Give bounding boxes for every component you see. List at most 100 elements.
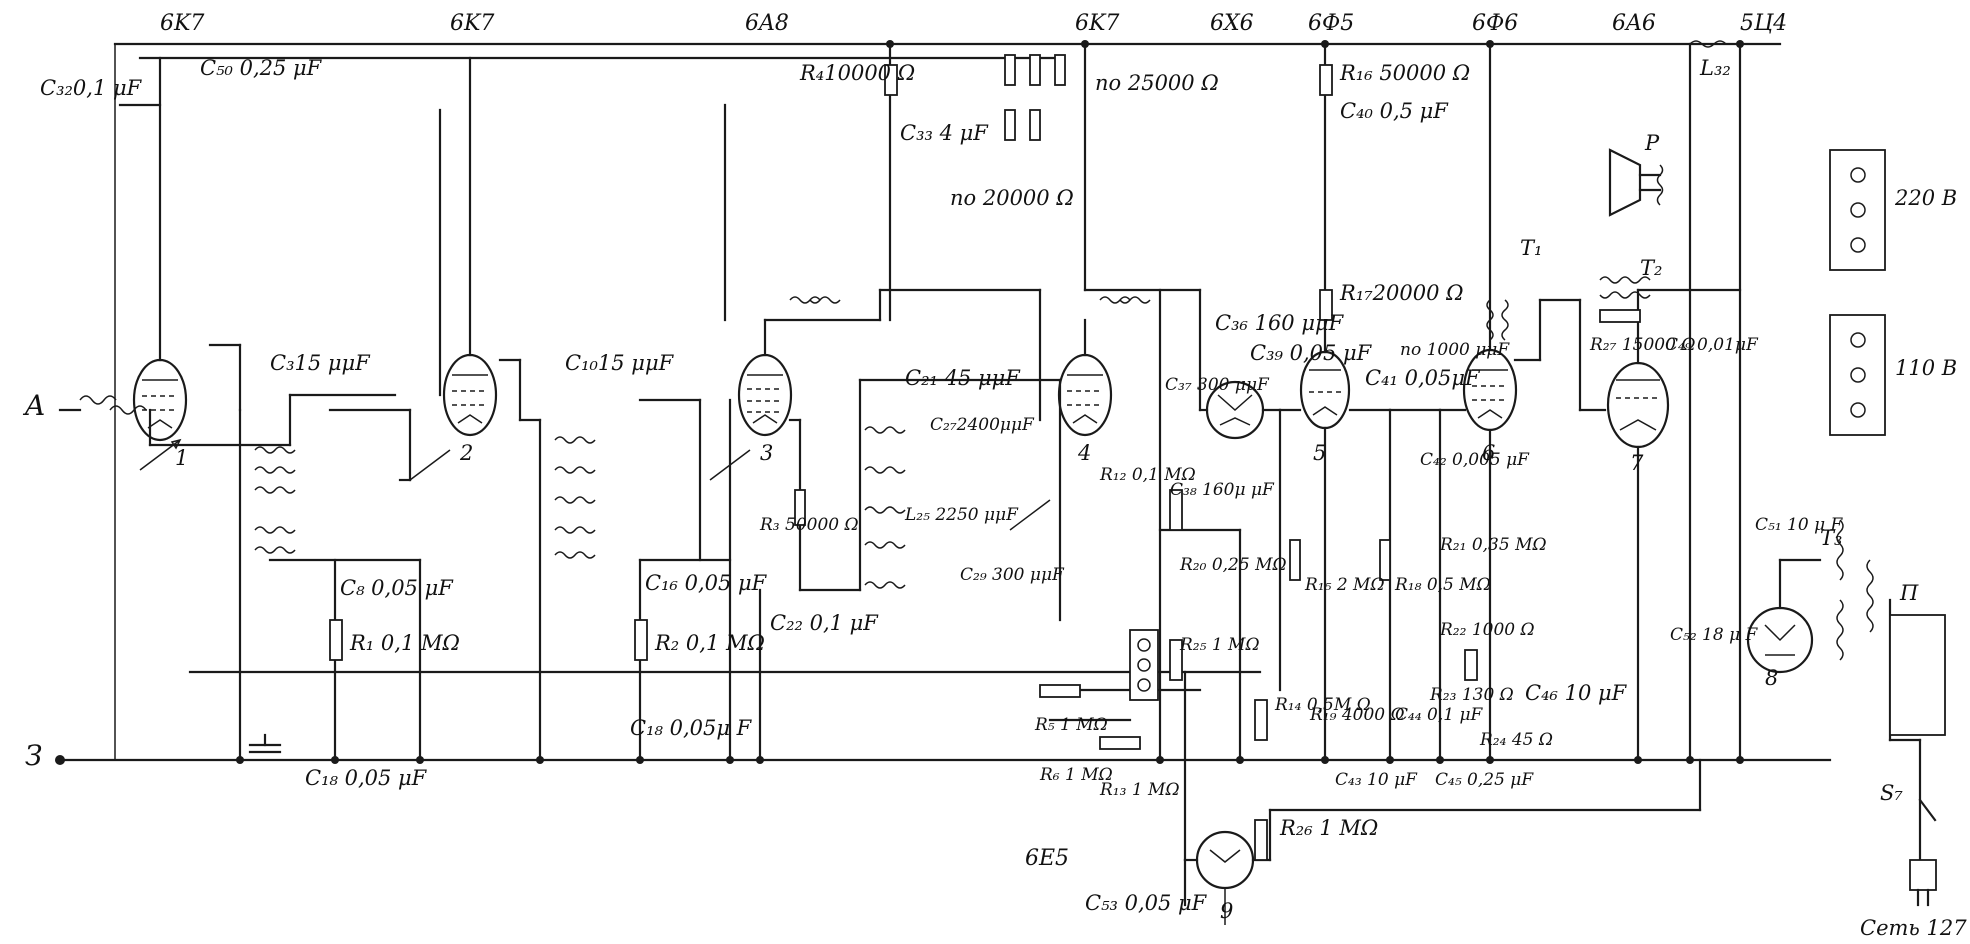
tube-7 [1606,361,1670,449]
mains-label: Сеть 127 B [1860,916,1970,940]
antenna-label: A [22,389,45,422]
pi-label: П [1899,581,1919,605]
tube-3-type: 6A8 [745,11,789,36]
tube-1 [132,56,188,442]
c40-label: C₄₀ 0,5 μF [1340,99,1449,123]
tube-9-type: 6E5 [1025,846,1069,871]
r5-label: R₅ 1 MΩ [1034,715,1108,735]
r20-label: R₂₀ 0,25 MΩ [1179,555,1287,575]
tube-8-rectifier [1746,606,1814,674]
c33-label: C₃₃ 4 μF [900,121,989,145]
r12-label: R₁₂ 0,1 MΩ [1099,465,1196,485]
c18b-label: C₁₈ 0,05 μF [305,766,428,790]
r17-label: R₁₇20000 Ω [1339,281,1464,305]
tube-8-num: 8 [1765,666,1778,690]
c37-label: C₃₇ 300 μμF [1165,375,1270,395]
c36-label: C₃₆ 160 μμF [1215,311,1345,335]
junction-dots [55,40,1744,765]
c16-label: C₁₆ 0,05 μF [645,571,768,595]
resistors [329,54,1641,861]
c29-label: C₂₉ 300 μμF [960,565,1065,585]
tube-6x6-type: 6X6 [1210,11,1254,36]
c42-label: C₄₂ 0,005 μF [1420,450,1530,470]
c51-label: C₅₁ 10 μ F [1755,515,1844,535]
t3-label: T₃ [1820,526,1842,550]
c39-label: C₃₉ 0,05 μF [1250,341,1373,365]
tube-4-type: 6K7 [1075,11,1119,36]
c18a-label: C₁₈ 0,05μ F [630,716,753,740]
r14-label: R₁₄ 0,5M Ω [1274,695,1371,715]
c8-label: C₈ 0,05 μF [340,576,454,600]
tube-8-type: 5Ц4 [1740,11,1787,36]
c21-label: C₂₁ 45 μμF [905,366,1021,390]
tube-9-num: 9 [1220,899,1233,923]
component-labels: A З C₃₂0,1 μF C₅₀ 0,25 μF C₃15 μμF C₁₀15… [22,56,1970,940]
c41-label: C₄₁ 0,05μF [1365,366,1481,390]
volt220-label: 220 B [1894,186,1957,210]
r1011-label: по 20000 Ω [950,186,1074,210]
r21-label: R₂₁ 0,35 MΩ [1439,535,1547,555]
r25-label: R₂₅ 1 MΩ [1179,635,1260,655]
voltage-selector-220 [1829,149,1886,271]
c4748-label: по 1000 μμF [1400,340,1510,360]
ground-label: З [25,739,42,772]
s7-label: S₇ [1880,781,1903,805]
r24-label: R₂₄ 45 Ω [1479,730,1553,750]
tube-7-num: 7 [1630,451,1644,475]
volt110-label: 110 B [1895,356,1957,380]
tube-2-num: 2 [459,441,473,465]
tube-6-type: 6Ф6 [1472,11,1518,36]
r16-label: R₁₆ 50000 Ω [1339,61,1470,85]
r27-label: R₂₇ 15000 Ω [1589,335,1695,355]
c32-label: C₃₂0,1 μF [40,76,143,100]
tube-2 [442,56,498,437]
r1-label: R₁ 0,1 MΩ [349,631,460,655]
speaker-label: P [1644,131,1660,155]
c3-label: C₃15 μμF [270,351,371,375]
c22-label: C₂₂ 0,1 μF [770,611,879,635]
c52-label: C₅₂ 18 μ F [1670,625,1759,645]
c50-label: C₅₀ 0,25 μF [200,56,323,80]
variable-capacitors [139,438,1051,531]
r26-label: R₂₆ 1 MΩ [1279,816,1378,840]
tube-3-num: 3 [760,441,773,465]
r19-label: R₁₉ 4000 Ω [1309,705,1405,725]
r6-label: R₆ 1 MΩ [1039,765,1113,785]
c44-label: C₄₄ 0,1 μF [1395,705,1484,725]
tube-5-type: 6Ф5 [1308,11,1354,36]
tube-6-num: 6 [1482,441,1495,465]
c10-label: C₁₀15 μμF [565,351,675,375]
r4-label: R₄10000 Ω [799,61,915,85]
r22-label: R₂₂ 1000 Ω [1439,620,1535,640]
tube-1-type: 6K7 [160,11,204,36]
tube-3 [737,318,793,437]
voltage-selector-110 [1829,314,1886,436]
tube-7-type: 6A6 [1612,11,1656,36]
r13-label: R₁₃ 1 MΩ [1099,780,1180,800]
r15-label: R₁₅ 2 MΩ [1304,575,1385,595]
l32-label: L₃₂ [1699,56,1731,80]
bus-lines [58,42,1832,762]
tube-5-num: 5 [1313,441,1326,465]
r9-label: по 25000 Ω [1095,71,1219,95]
r18-label: R₁₈ 0,5 MΩ [1394,575,1491,595]
c49-label: C₄₉ 0,01μF [1665,335,1759,355]
t1-label: T₁ [1520,236,1542,260]
tube-2-type: 6K7 [450,11,494,36]
tube-labels: 6K7 6K7 6A8 6K7 6X6 6Ф5 6Ф6 6A6 5Ц4 6E5 … [160,11,1787,923]
c53-label: C₅₃ 0,05 μF [1085,891,1208,915]
c25-label: L₂₅ 2250 μμF [904,505,1019,525]
c38-label: C₃₈ 160μ μF [1170,480,1275,500]
c43-label: C₄₃ 10 μF [1335,770,1418,790]
c45-label: C₄₅ 0,25 μF [1435,770,1534,790]
r2-label: R₂ 0,1 MΩ [654,631,765,655]
t2-label: T₂ [1640,256,1662,280]
tube-4-num: 4 [1077,441,1091,465]
c46-label: C₄₆ 10 μF [1525,681,1628,705]
r23-label: R₂₃ 130 Ω [1429,685,1514,705]
r3-label: R₃ 50000 Ω [759,515,859,535]
c27-label: C₂₇2400μμF [930,415,1035,435]
wiring [58,40,1946,907]
tube-4 [1057,318,1113,437]
